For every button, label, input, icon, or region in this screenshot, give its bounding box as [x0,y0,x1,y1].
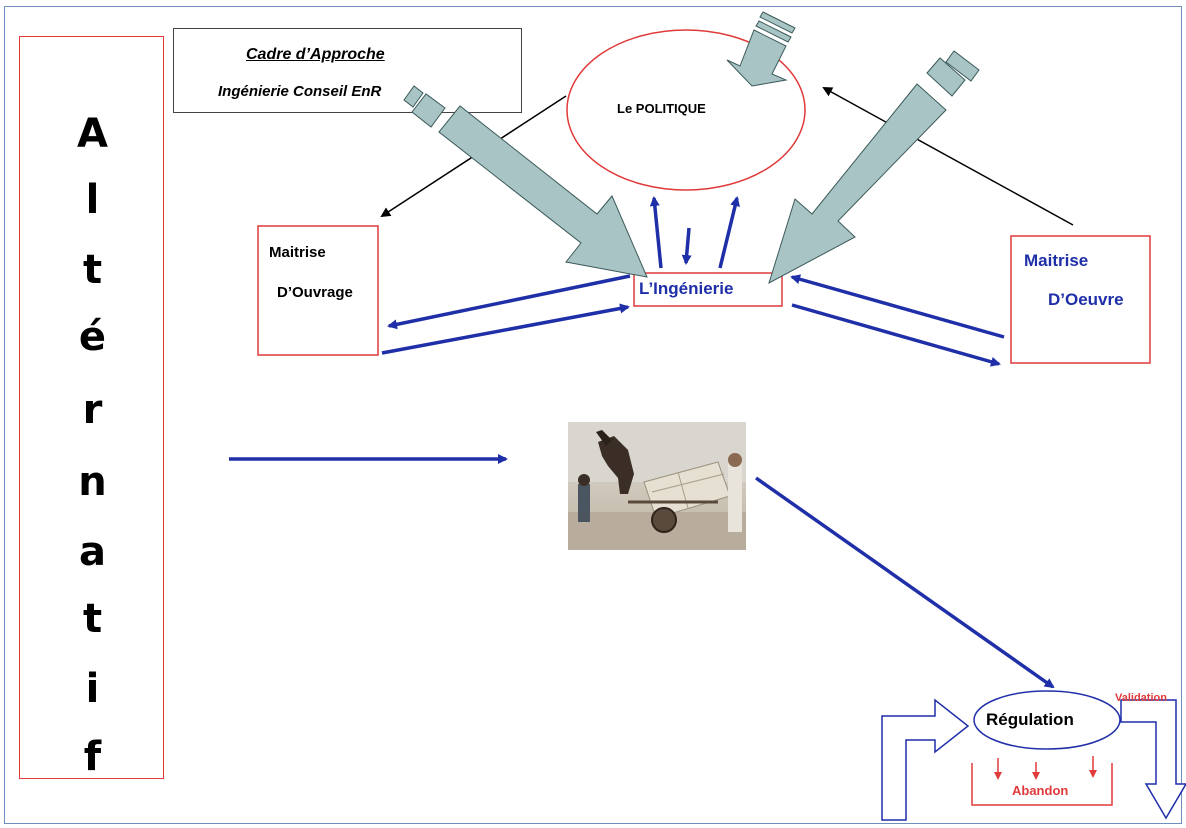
cadre-approche-box: Cadre d’Approche Ingénierie Conseil EnR [173,28,522,113]
politique-label: Le POLITIQUE [617,101,706,116]
bent-arrow-in-icon [881,698,970,821]
maitrise-oeuvre-label-1: Maitrise [1024,251,1089,270]
arrow-oeuvre-to-ing [790,274,1005,339]
maitrise-ouvrage-box [257,225,379,356]
maitrise-ouvrage-label-1: Maitrise [269,244,326,261]
alternatif-letter: r [82,387,103,433]
regulation-label: Régulation [986,710,1074,729]
arrow-ing-to-politique-1 [649,196,663,269]
arrow-ing-to-ouvrage [387,274,631,330]
alternatif-letter: t [82,247,103,293]
teal-arrow-left [403,85,648,278]
cadre-subtitle: Ingénierie Conseil EnR [218,83,382,100]
arrow-photo-to-regulation [754,476,1055,689]
arrow-ing-to-politique-2 [718,196,740,269]
regulation-ellipse [973,690,1121,750]
validation-label: Validation [1115,692,1167,704]
abandon-label: Abandon [1012,783,1069,798]
arrow-ing-to-oeuvre [791,303,1001,367]
alternatif-letter: n [78,459,107,505]
diagram-frame [4,6,1182,824]
alternatif-letter: l [85,177,100,223]
arrow-politique-to-ing [681,227,692,265]
alternatif-letter: i [85,666,100,712]
alternatif-letter: a [79,529,106,575]
alternatif-letter: f [83,734,102,780]
ingenierie-box [633,272,783,307]
bent-arrow-out-icon [1120,699,1186,820]
donkey-cart-illustration [568,422,746,550]
donkey-cart-photo [568,422,746,550]
alternatif-letter: t [82,596,103,642]
arrow-ouvrage-to-ing [381,303,630,355]
alternatif-box: A l t é r n a t i f [19,36,164,779]
maitrise-ouvrage-label-2: D’Ouvrage [277,284,353,301]
maitrise-oeuvre-label-2: D’Oeuvre [1048,290,1124,309]
arrow-oeuvre-to-politique [822,87,1074,226]
cadre-title: Cadre d’Approche [246,46,385,63]
maitrise-oeuvre-box [1010,235,1151,364]
alternatif-letter: A [77,111,108,157]
abandon-bracket [971,763,1113,806]
alternatif-letter: é [78,314,107,360]
teal-arrow-right [768,50,980,285]
ingenierie-label: L’Ingénierie [639,279,734,298]
teal-arrow-top [726,11,796,87]
